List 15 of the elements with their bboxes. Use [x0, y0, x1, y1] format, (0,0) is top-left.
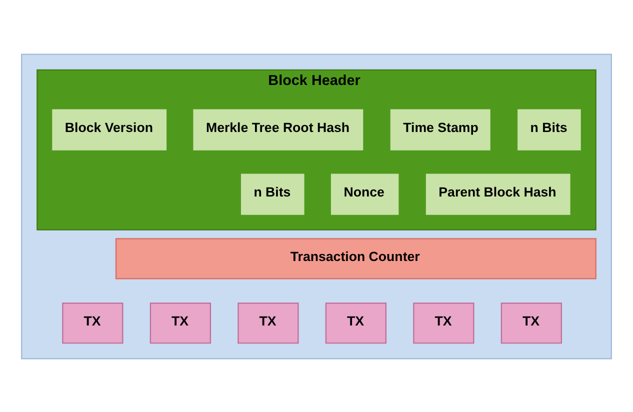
node-box: n Bits — [518, 108, 581, 150]
node-box: TX — [238, 302, 299, 344]
node-box: Block Version — [52, 108, 167, 150]
node-box: Merkle Tree Root Hash — [193, 108, 364, 150]
node-box: TX — [413, 302, 474, 344]
node-box: Nonce — [330, 173, 399, 214]
node-box: TX — [150, 302, 211, 344]
cluster — [21, 53, 612, 359]
node-box: TX — [500, 302, 562, 344]
node-box: n Bits — [240, 173, 304, 214]
node-box: TX — [62, 302, 124, 344]
node-box: Transaction Counter — [115, 238, 596, 279]
node-box: TX — [325, 302, 386, 344]
node-box: Time Stamp — [390, 108, 490, 150]
node-box: Parent Block Hash — [426, 173, 570, 214]
